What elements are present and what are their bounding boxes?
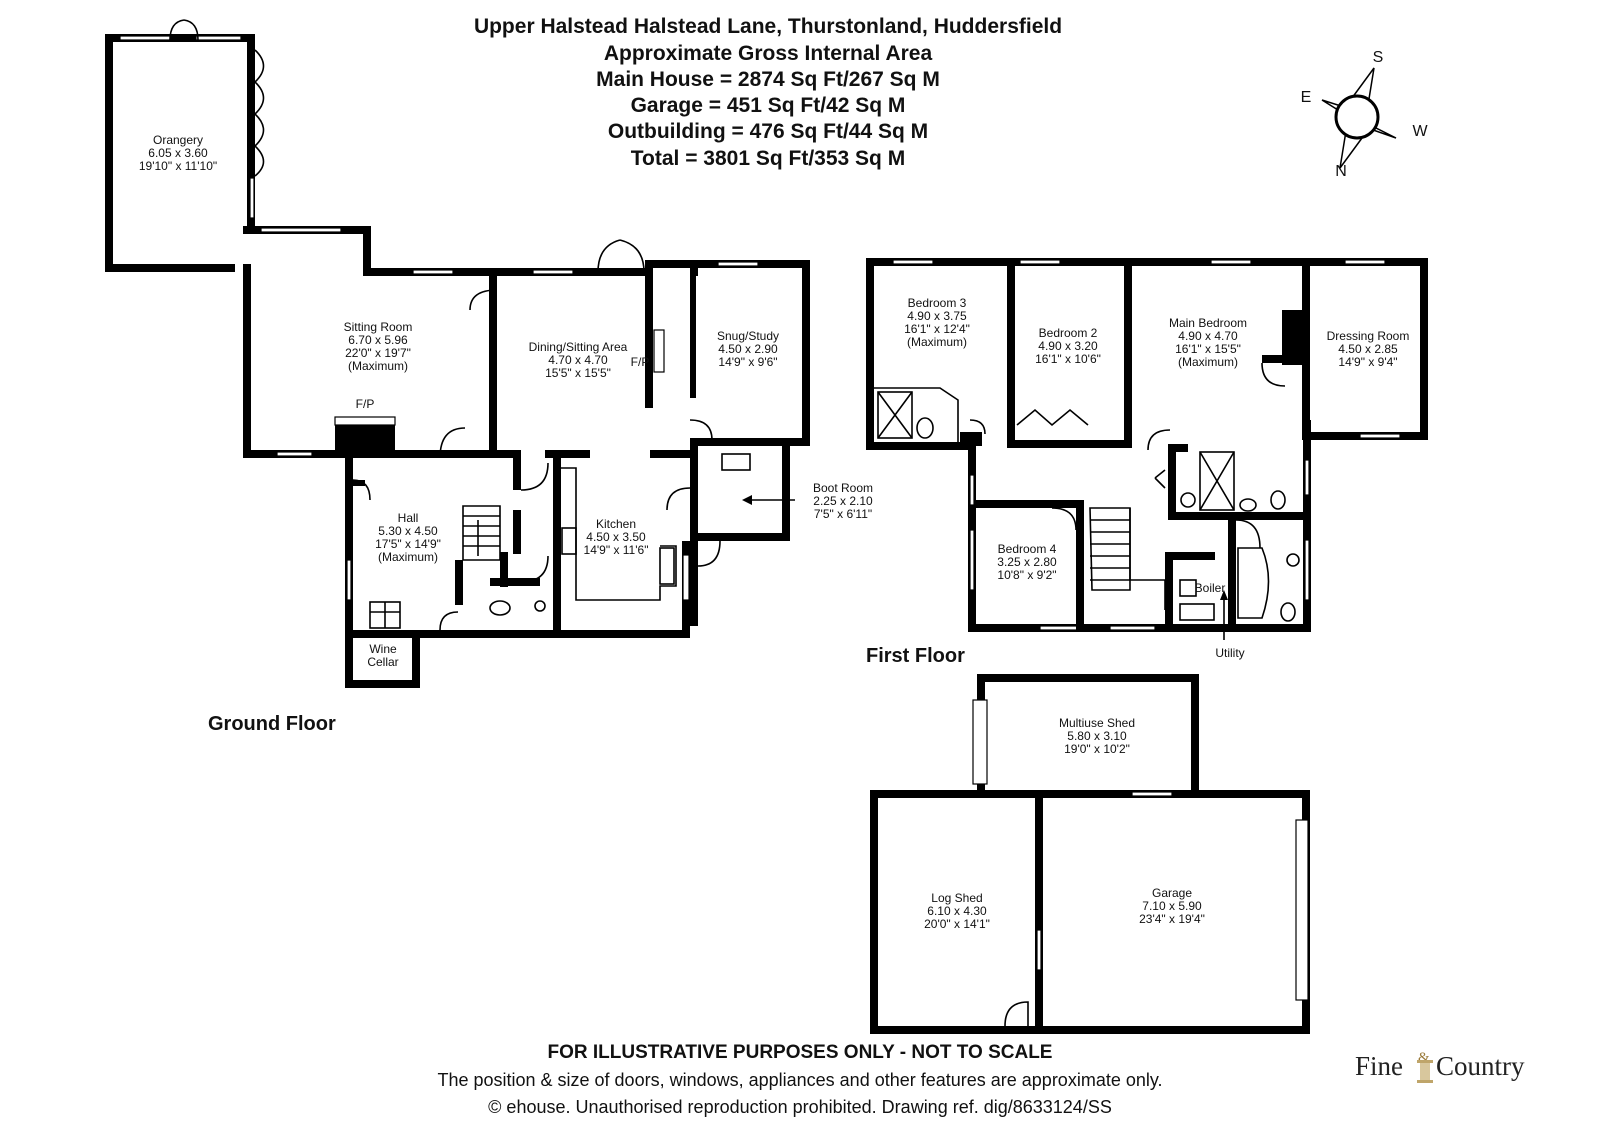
outbuilding-plan [870, 674, 1310, 1034]
room-main-note: (Maximum) [1178, 355, 1238, 369]
room-wine: Wine Cellar [367, 642, 398, 669]
room-log-metric: 6.10 x 4.30 [927, 904, 987, 918]
header-area-title: Approximate Gross Internal Area [604, 42, 933, 65]
footer-disclaimer-detail: The position & size of doors, windows, a… [437, 1070, 1162, 1090]
room-orangery: Orangery 6.05 x 3.60 19'10" x 11'10" [139, 133, 217, 173]
room-sitting-note: (Maximum) [348, 359, 408, 373]
ground-floor-label: Ground Floor [208, 713, 336, 735]
room-hall-name: Hall [398, 511, 419, 525]
room-sitting-name: Sitting Room [344, 320, 413, 334]
room-bed3-note: (Maximum) [907, 335, 967, 349]
room-hall-metric: 5.30 x 4.50 [378, 524, 438, 538]
room-dining-imperial: 15'5" x 15'5" [545, 366, 611, 380]
room-dressing: Dressing Room 4.50 x 2.85 14'9" x 9'4" [1327, 329, 1410, 369]
room-log-name: Log Shed [931, 891, 982, 905]
room-main-imperial: 16'1" x 15'5" [1175, 342, 1241, 356]
room-wine-line1: Wine [369, 642, 397, 656]
room-bed4-metric: 3.25 x 2.80 [997, 555, 1057, 569]
compass-n: N [1335, 163, 1347, 180]
room-bed3: Bedroom 3 4.90 x 3.75 16'1" x 12'4" (Max… [904, 296, 970, 349]
room-shed: Multiuse Shed 5.80 x 3.10 19'0" x 10'2" [1059, 716, 1135, 756]
room-log-imperial: 20'0" x 14'1" [924, 917, 990, 931]
room-dress-name: Dressing Room [1327, 329, 1410, 343]
room-main-bedroom: Main Bedroom 4.90 x 4.70 16'1" x 15'5" (… [1169, 316, 1247, 369]
room-garage-name: Garage [1152, 886, 1192, 900]
footer-copyright: © ehouse. Unauthorised reproduction proh… [488, 1097, 1112, 1117]
header-block: Upper Halstead Halstead Lane, Thurstonla… [474, 15, 1062, 170]
room-bed3-name: Bedroom 3 [908, 296, 967, 310]
footer-disclaimer-title: FOR ILLUSTRATIVE PURPOSES ONLY - NOT TO … [548, 1042, 1053, 1063]
room-shed-name: Multiuse Shed [1059, 716, 1135, 730]
room-bed2-metric: 4.90 x 3.20 [1038, 339, 1098, 353]
ground-floor-plan [105, 19, 810, 688]
room-sitting-metric: 6.70 x 5.96 [348, 333, 408, 347]
header-main-house: Main House = 2874 Sq Ft/267 Sq M [596, 68, 940, 91]
room-main-name: Main Bedroom [1169, 316, 1247, 330]
room-wine-line2: Cellar [367, 655, 398, 669]
room-hall-imperial: 17'5" x 14'9" [375, 537, 441, 551]
room-snug-metric: 4.50 x 2.90 [718, 342, 778, 356]
room-shed-metric: 5.80 x 3.10 [1067, 729, 1127, 743]
room-dress-metric: 4.50 x 2.85 [1338, 342, 1398, 356]
room-dining-name: Dining/Sitting Area [529, 340, 628, 354]
compass-w: W [1412, 123, 1428, 140]
room-bed2-name: Bedroom 2 [1039, 326, 1098, 340]
room-main-metric: 4.90 x 4.70 [1178, 329, 1238, 343]
room-hall: Hall 5.30 x 4.50 17'5" x 14'9" (Maximum) [375, 511, 441, 564]
room-sitting: Sitting Room 6.70 x 5.96 22'0" x 19'7" (… [344, 320, 413, 411]
room-dining: Dining/Sitting Area 4.70 x 4.70 15'5" x … [529, 340, 650, 380]
room-boot: Boot Room 2.25 x 2.10 7'5" x 6'11" [742, 481, 873, 521]
room-orangery-name: Orangery [153, 133, 203, 147]
footer-block: FOR ILLUSTRATIVE PURPOSES ONLY - NOT TO … [437, 1042, 1162, 1117]
room-bed3-metric: 4.90 x 3.75 [907, 309, 967, 323]
room-orangery-imperial: 19'10" x 11'10" [139, 159, 217, 173]
room-kitchen-metric: 4.50 x 3.50 [586, 530, 646, 544]
first-floor-label: First Floor [866, 645, 965, 667]
logo-word-fine: Fine [1355, 1051, 1403, 1081]
room-snug-name: Snug/Study [717, 329, 779, 343]
header-address: Upper Halstead Halstead Lane, Thurstonla… [474, 15, 1062, 38]
room-kitchen-name: Kitchen [596, 517, 636, 531]
room-boot-imperial: 7'5" x 6'11" [814, 507, 872, 521]
room-boot-name: Boot Room [813, 481, 873, 495]
compass-icon: S E W N [1301, 49, 1429, 180]
first-floor-plan [866, 258, 1428, 640]
room-snug: Snug/Study 4.50 x 2.90 14'9" x 9'6" [717, 329, 779, 369]
utility-label: Utility [1215, 646, 1244, 660]
room-hall-note: (Maximum) [378, 550, 438, 564]
room-kitchen: Kitchen 4.50 x 3.50 14'9" x 11'6" [584, 517, 649, 557]
room-garage: Garage 7.10 x 5.90 23'4" x 19'4" [1139, 886, 1205, 926]
room-boot-metric: 2.25 x 2.10 [813, 494, 873, 508]
room-garage-imperial: 23'4" x 19'4" [1139, 912, 1205, 926]
logo-word-country: Country [1436, 1051, 1525, 1081]
header-garage: Garage = 451 Sq Ft/42 Sq M [631, 94, 906, 117]
header-total: Total = 3801 Sq Ft/353 Sq M [631, 147, 905, 170]
room-bed2-imperial: 16'1" x 10'6" [1035, 352, 1101, 366]
sitting-fireplace-label: F/P [356, 397, 375, 411]
room-snug-imperial: 14'9" x 9'6" [718, 355, 777, 369]
room-dining-metric: 4.70 x 4.70 [548, 353, 608, 367]
room-bed4-imperial: 10'8" x 9'2" [997, 568, 1056, 582]
room-log-shed: Log Shed 6.10 x 4.30 20'0" x 14'1" [924, 891, 990, 931]
room-sitting-imperial: 22'0" x 19'7" [345, 346, 411, 360]
room-shed-imperial: 19'0" x 10'2" [1064, 742, 1130, 756]
room-bed3-imperial: 16'1" x 12'4" [904, 322, 970, 336]
room-orangery-metric: 6.05 x 3.60 [148, 146, 208, 160]
room-bed4-name: Bedroom 4 [998, 542, 1057, 556]
fine-country-logo: Fine & Country [1355, 1050, 1525, 1083]
room-bed4: Bedroom 4 3.25 x 2.80 10'8" x 9'2" [997, 542, 1057, 582]
room-kitchen-imperial: 14'9" x 11'6" [584, 543, 649, 557]
header-outbuilding: Outbuilding = 476 Sq Ft/44 Sq M [608, 120, 928, 143]
boiler-label: Boiler [1195, 581, 1226, 595]
room-bed2: Bedroom 2 4.90 x 3.20 16'1" x 10'6" [1035, 326, 1101, 366]
room-garage-metric: 7.10 x 5.90 [1142, 899, 1202, 913]
room-dress-imperial: 14'9" x 9'4" [1338, 355, 1397, 369]
compass-e: E [1301, 89, 1312, 106]
dining-fireplace-label: F/P [631, 355, 650, 369]
compass-s: S [1373, 49, 1384, 66]
